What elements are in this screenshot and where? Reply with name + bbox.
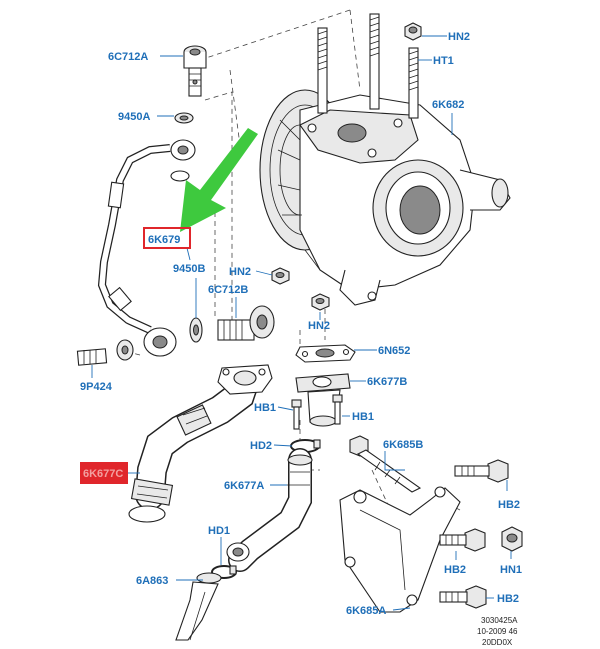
callout-hd1: HD1 (208, 525, 230, 537)
callout-9p424: 9P424 (80, 381, 113, 393)
bolt-hb1-right (332, 394, 343, 425)
callout-6K679: 6K679 (148, 234, 180, 246)
oil-return-tube-6A863 (175, 572, 222, 641)
callout-hb2-low: HB2 (497, 593, 519, 605)
callout-hn2-mid: HN2 (308, 320, 330, 332)
callout-6N652: 6N652 (378, 345, 410, 357)
bolt-hb2-low (439, 585, 487, 609)
callout-hb2-right: HB2 (498, 499, 520, 511)
callout-hn2-left: HN2 (229, 266, 251, 278)
banjo-bolt-6C712A (183, 45, 207, 97)
callout-6K685A: 6K685A (346, 605, 386, 617)
callout-hn2-top: HN2 (448, 31, 470, 43)
leader-lines (91, 35, 512, 611)
banjo-bolt-6C712B (217, 305, 275, 341)
turbocharger-6K682 (259, 89, 511, 306)
stud-ht1 (408, 47, 419, 119)
hose-6K677A (226, 448, 313, 572)
bolt-hb2-right (454, 459, 509, 483)
callout-9450B: 9450B (173, 263, 205, 275)
bolt-hb1-left (291, 399, 302, 430)
nut-hn1 (501, 526, 523, 552)
callout-labels: 6C712A 9450A 6K679 9450B 6C712B HN2 HT1 … (80, 31, 522, 617)
callout-6a863: 6A863 (136, 575, 168, 587)
reference-line-3: 20DD0X (482, 638, 513, 647)
reference-line-1: 3030425A (481, 616, 518, 625)
hose-6K677C (128, 364, 273, 523)
callout-6C712A: 6C712A (108, 51, 148, 63)
callout-ht1: HT1 (433, 55, 454, 67)
callout-6K677A: 6K677A (224, 480, 264, 492)
clip-hd1 (211, 565, 237, 579)
callout-6K677B: 6K677B (367, 376, 407, 388)
reference-code: 3030425A 10-2009 46 20DD0X (477, 616, 518, 647)
nut-hn2-left (271, 267, 290, 285)
callout-hb2-mid: HB2 (444, 564, 466, 576)
turbo-studs (317, 13, 380, 114)
reference-line-2: 10-2009 46 (477, 627, 518, 636)
flange-6K677B (295, 373, 351, 427)
callout-6C712B: 6C712B (208, 284, 248, 296)
gasket-6N652 (295, 344, 356, 363)
highlight-box-6K679 (143, 227, 191, 249)
callout-6K685B: 6K685B (383, 439, 423, 451)
bolt-hb2-mid (439, 528, 486, 552)
callout-hd2: HD2 (250, 440, 272, 452)
washer-9450A (174, 112, 194, 124)
callout-6K677C: 6K677C (83, 468, 123, 480)
washer-9450B (189, 317, 203, 343)
callout-hb1-left: HB1 (254, 402, 276, 414)
nut-hn2-top (404, 22, 422, 41)
bolt-6K685B (349, 435, 422, 493)
callout-hb1-right: HB1 (352, 411, 374, 423)
bracket-6K685A (339, 486, 461, 613)
union-9P424 (76, 339, 134, 366)
callout-hn1: HN1 (500, 564, 522, 576)
green-pointer-arrow (180, 128, 258, 232)
callout-6K682: 6K682 (432, 99, 464, 111)
callout-9450A: 9450A (118, 111, 150, 123)
nut-hn2-mid (311, 293, 330, 311)
oil-feed-pipe-6K679 (97, 139, 196, 357)
highlight-fill-6K677C (80, 462, 128, 484)
